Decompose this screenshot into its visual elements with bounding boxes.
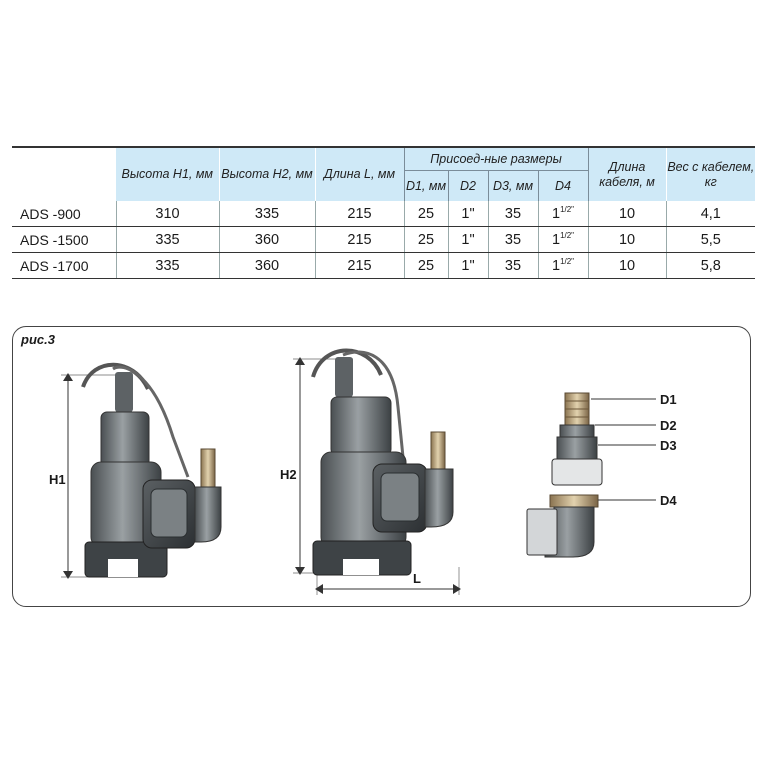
d2-label: D2 [660,418,677,433]
table-row: ADS -900 310 335 215 25 1" 35 11/2" 10 4… [12,201,756,227]
d3-label: D3 [660,438,677,453]
d4-base: 1 [551,231,561,248]
d4-cell: 11/2" [537,226,589,253]
model-cell: ADS -1500 [12,226,116,253]
figure-label: рис.3 [21,332,55,347]
header-d1: D1, мм [403,170,448,201]
header-height-h1: Высота H1, мм [116,146,219,201]
h2-label: H2 [280,467,297,482]
d4-label: D4 [660,493,677,508]
d1-label: D1 [660,392,677,407]
header-length-l: Длина L, мм [314,146,404,201]
d1-cell: 25 [403,226,448,253]
fitting-d3-thread [556,436,598,460]
cable-cell: 10 [587,226,667,253]
d4-fraction: 1/2" [560,231,575,241]
specifications-table: Высота H1, мм Высота H2, мм Длина L, мм … [12,146,756,279]
weight-cell: 4,1 [665,201,756,227]
model-cell: ADS -900 [12,201,116,227]
weight-cell: 5,5 [665,226,756,253]
h1-cell: 335 [115,226,219,253]
table-row: ADS -1700 335 360 215 25 1" 35 11/2" 10 … [12,252,756,279]
cable-cell: 10 [587,252,667,279]
header-blank-cell [12,146,116,201]
figure-panel: рис.3 [12,326,751,607]
d2-cell: 1" [447,252,488,279]
d4-fraction: 1/2" [560,205,575,215]
weight-cell: 5,8 [665,252,756,279]
fittings-drawing [526,392,656,558]
h1-cell: 310 [115,201,219,227]
length-cell: 215 [314,201,404,227]
table-row: ADS -1500 335 360 215 25 1" 35 11/2" 10 … [12,226,756,253]
d2-cell: 1" [447,226,488,253]
d4-base: 1 [551,205,561,222]
h1-cell: 335 [115,252,219,279]
pump-2-drawing [293,348,461,595]
d4-cell: 11/2" [537,252,589,279]
fitting-d4-thread [549,494,599,508]
d1-cell: 25 [403,252,448,279]
d2-cell: 1" [447,201,488,227]
header-d3: D3, мм [487,170,538,201]
h2-cell: 335 [218,201,315,227]
fitting-d2-thread [559,424,595,438]
cable-cell: 10 [587,201,667,227]
d3-cell: 35 [487,252,538,279]
h2-cell: 360 [218,226,315,253]
d4-base: 1 [551,257,561,274]
length-cell: 215 [314,226,404,253]
d4-fraction: 1/2" [560,257,575,267]
h2-cell: 360 [218,252,315,279]
l-label: L [413,571,421,586]
d4-cell: 11/2" [537,201,589,227]
header-connection-sizes: Присоед-ные размеры [403,146,589,171]
model-cell: ADS -1700 [12,252,116,279]
header-d4: D4 [537,170,589,201]
length-cell: 215 [314,252,404,279]
header-d2: D2 [447,170,488,201]
h1-label: H1 [49,472,66,487]
fitting-nut [551,458,603,486]
header-cable-length: Длина кабеля, м [587,146,667,201]
d3-cell: 35 [487,226,538,253]
pump-1-drawing [61,362,222,579]
header-height-h2: Высота H2, мм [218,146,315,201]
table-header: Высота H1, мм Высота H2, мм Длина L, мм … [12,146,756,201]
header-weight: Вес с кабелем, кг [665,146,756,201]
pump-drawings: H1 H2 [49,348,677,595]
d1-cell: 25 [403,201,448,227]
table-body: ADS -900 310 335 215 25 1" 35 11/2" 10 4… [12,201,756,279]
d3-cell: 35 [487,201,538,227]
